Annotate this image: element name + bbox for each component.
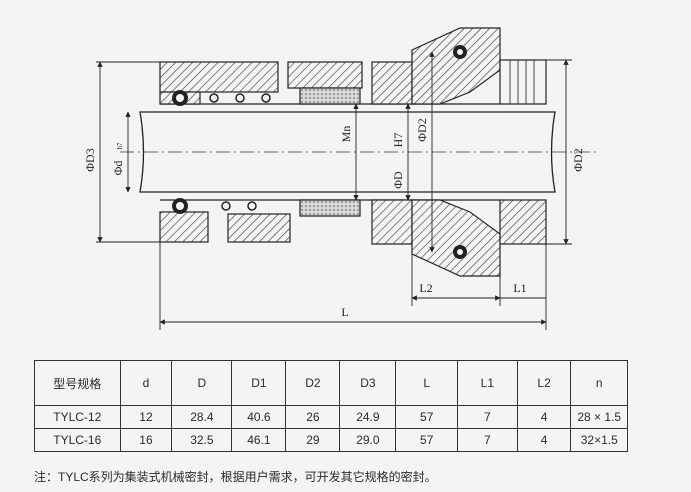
label-phi-d2-inner: ΦD2	[415, 118, 429, 141]
label-l2: L2	[419, 281, 432, 295]
spring-bottom	[221, 201, 257, 211]
table-cell: 26	[285, 405, 341, 429]
o-ring-bottom	[172, 198, 467, 259]
table-cell: 46.1	[231, 428, 287, 452]
table-cell: 28.4	[171, 405, 233, 429]
col-header: L1	[457, 360, 518, 406]
spec-table: 型号规格 d D D1 D2 D3 L L1 L2 n TYLC-12 12 2…	[34, 360, 628, 452]
gland-bottom	[159, 199, 547, 277]
table-cell: 40.6	[231, 405, 287, 429]
spring-top	[209, 93, 271, 103]
label-l1: L1	[513, 281, 526, 295]
table-cell: 57	[395, 428, 458, 452]
table-cell: 32×1.5	[570, 428, 628, 452]
table-cell: 29	[285, 428, 341, 452]
label-phi-d2-outer: ΦD2	[571, 148, 585, 171]
o-ring-top	[172, 45, 467, 106]
label-h7: H7	[391, 133, 405, 148]
col-header: 型号规格	[34, 360, 121, 406]
col-header: n	[570, 360, 628, 406]
table-cell: 24.9	[339, 405, 397, 429]
table-cell: 4	[516, 428, 572, 452]
table-cell: TYLC-12	[34, 405, 121, 429]
table-cell: 28 × 1.5	[570, 405, 628, 429]
table-row: TYLC-12 12 28.4 40.6 26 24.9 57 7 4 28 ×…	[34, 405, 628, 429]
col-header: D	[171, 360, 233, 406]
col-header: L2	[516, 360, 572, 406]
col-header: d	[119, 360, 173, 406]
label-phi-d-sub: h7	[116, 142, 124, 150]
col-header: D1	[231, 360, 287, 406]
label-phi-d-bore: ΦD	[391, 171, 405, 189]
footnote: 注：TYLC系列为集装式机械密封，根据用户需求，可开发其它规格的密封。	[34, 470, 437, 484]
table-cell: 4	[516, 405, 572, 429]
table-cell: 12	[119, 405, 173, 429]
table-cell: 32.5	[171, 428, 233, 452]
table-cell: 16	[119, 428, 173, 452]
shaft	[120, 111, 600, 193]
table-row: TYLC-16 16 32.5 46.1 29 29.0 57 7 4 32×1…	[34, 428, 628, 452]
seal-cross-section-drawing: ΦD3 Φd h7 Mn H7 ΦD ΦD2 ΦD2 L L2 L1	[83, 27, 600, 330]
dimension-lines	[96, 51, 572, 330]
table-header-row: 型号规格 d D D1 D2 D3 L L1 L2 n	[34, 360, 628, 406]
col-header: D3	[339, 360, 397, 406]
table-cell: 57	[395, 405, 458, 429]
col-header: D2	[285, 360, 341, 406]
label-phi-d3: ΦD3	[83, 148, 97, 171]
col-header: L	[395, 360, 458, 406]
label-l: L	[341, 305, 348, 319]
table-cell: 7	[457, 428, 518, 452]
label-phi-d: Φd	[111, 161, 125, 176]
table-cell: 7	[457, 405, 518, 429]
table-cell: 29.0	[339, 428, 397, 452]
gland-top	[159, 27, 547, 105]
label-mn: Mn	[339, 126, 353, 143]
table-cell: TYLC-16	[34, 428, 121, 452]
